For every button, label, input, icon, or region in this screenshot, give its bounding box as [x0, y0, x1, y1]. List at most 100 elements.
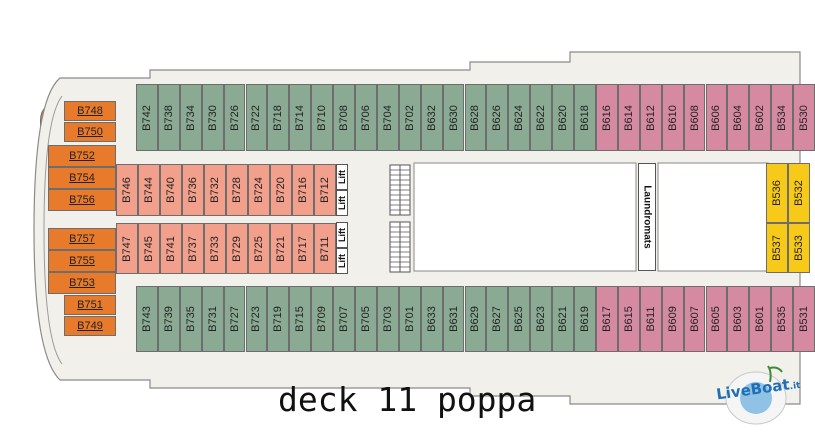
cabin-b715: B715 — [289, 286, 312, 352]
cabin-b610: B610 — [661, 84, 684, 151]
cabin-b617: B617 — [596, 286, 618, 352]
cabin-label: B717 — [297, 235, 309, 262]
cabin-label: B602 — [754, 104, 767, 131]
cabin-b732: B732 — [204, 164, 226, 216]
cabin-label: B707 — [338, 306, 351, 332]
cabin-label: B736 — [187, 177, 199, 203]
cabin-b741: B741 — [160, 223, 182, 274]
cabin-label: B740 — [165, 177, 177, 203]
cabin-label: B608 — [688, 104, 701, 131]
cabin-b734: B734 — [179, 84, 202, 151]
cabin-label: B729 — [231, 235, 243, 262]
cabin-b720: B720 — [270, 164, 292, 216]
cabin-b718: B718 — [267, 84, 290, 151]
cabin-label: B536 — [771, 180, 783, 206]
cabin-b537: B537 — [766, 223, 788, 273]
cabin-b747: B747 — [116, 223, 138, 274]
cabin-label: B633 — [425, 306, 438, 332]
cabin-label: B535 — [776, 306, 789, 332]
cabin-label: B611 — [644, 306, 657, 332]
cabin-b723: B723 — [245, 286, 268, 352]
lift-1: Lift — [336, 164, 348, 190]
cabin-b704: B704 — [376, 84, 399, 151]
cabin-b735: B735 — [179, 286, 202, 352]
stern-cabin-b751: B751 — [64, 295, 116, 315]
atrium-void — [413, 162, 637, 272]
cabin-label: B742 — [140, 104, 153, 131]
cabin-label: B720 — [275, 177, 287, 203]
cabin-b601: B601 — [749, 286, 772, 352]
cabin-label: B605 — [710, 306, 723, 332]
cabin-b531: B531 — [793, 286, 815, 352]
atrium-void-2 — [657, 162, 769, 272]
cabin-b625: B625 — [508, 286, 531, 352]
cabin-b743: B743 — [136, 286, 158, 352]
cabin-label: B734 — [184, 104, 197, 131]
cabin-label: B726 — [228, 104, 241, 131]
cabin-label: B615 — [622, 306, 635, 332]
cabin-label: B601 — [754, 306, 767, 332]
cabin-label: B718 — [272, 104, 285, 131]
cabin-b630: B630 — [442, 84, 465, 151]
cabin-b632: B632 — [420, 84, 443, 151]
cabin-b532: B532 — [788, 163, 810, 223]
cabin-b744: B744 — [138, 164, 160, 216]
cabin-label: B706 — [359, 104, 372, 131]
cabin-b616: B616 — [596, 84, 618, 151]
cabin-b602: B602 — [749, 84, 772, 151]
cabin-label: B624 — [513, 104, 526, 131]
cabin-label: B702 — [403, 104, 416, 131]
cabin-b714: B714 — [289, 84, 312, 151]
cabin-b712: B712 — [314, 164, 336, 216]
cabin-label: B747 — [121, 235, 133, 262]
stern-cabin-label: B756 — [69, 194, 95, 206]
cabin-label: B606 — [710, 104, 723, 131]
cabin-label: B632 — [425, 104, 438, 131]
cabin-label: B704 — [381, 104, 394, 131]
cabin-b530: B530 — [793, 84, 815, 151]
cabin-b619: B619 — [574, 286, 596, 352]
cabin-label: B610 — [666, 104, 679, 131]
stern-cabin-label: B753 — [69, 277, 95, 289]
cabin-b608: B608 — [683, 84, 706, 151]
cabin-label: B607 — [688, 306, 701, 332]
stern-cabin-b748: B748 — [64, 101, 116, 121]
cabin-b717: B717 — [292, 223, 314, 274]
cabin-b615: B615 — [617, 286, 640, 352]
cabin-label: B623 — [535, 306, 548, 332]
cabin-b629: B629 — [464, 286, 487, 352]
cabin-b701: B701 — [398, 286, 421, 352]
cabin-label: B722 — [250, 104, 263, 131]
cabin-label: B631 — [447, 306, 460, 332]
cabin-label: B711 — [319, 236, 331, 261]
cabin-b618: B618 — [574, 84, 596, 151]
cabin-label: B732 — [209, 177, 221, 203]
cabin-label: B735 — [184, 306, 197, 332]
cabin-b716: B716 — [292, 164, 314, 216]
cabin-b740: B740 — [160, 164, 182, 216]
cabin-b607: B607 — [683, 286, 706, 352]
stern-curve — [43, 95, 63, 365]
stairs-icon — [389, 164, 411, 216]
cabin-b724: B724 — [248, 164, 270, 216]
stern-cabin-b754: B754 — [48, 167, 116, 189]
cabin-label: B714 — [294, 104, 307, 131]
cabin-label: B724 — [253, 177, 265, 203]
lift-2: Lift — [336, 190, 348, 216]
cabin-b703: B703 — [376, 286, 399, 352]
cabin-b725: B725 — [248, 223, 270, 274]
stern-cabin-label: B752 — [69, 150, 95, 162]
cabin-b603: B603 — [727, 286, 750, 352]
cabin-b737: B737 — [182, 223, 204, 274]
cabin-label: B741 — [165, 235, 177, 262]
cabin-label: B533 — [793, 235, 805, 261]
cabin-label: B730 — [206, 104, 219, 131]
cabin-label: B716 — [297, 177, 309, 203]
stern-cabin-b757: B757 — [48, 228, 116, 250]
cabin-b709: B709 — [311, 286, 334, 352]
cabin-b631: B631 — [442, 286, 465, 352]
cabin-b622: B622 — [530, 84, 553, 151]
cabin-label: B739 — [162, 306, 175, 332]
cabin-b710: B710 — [311, 84, 334, 151]
